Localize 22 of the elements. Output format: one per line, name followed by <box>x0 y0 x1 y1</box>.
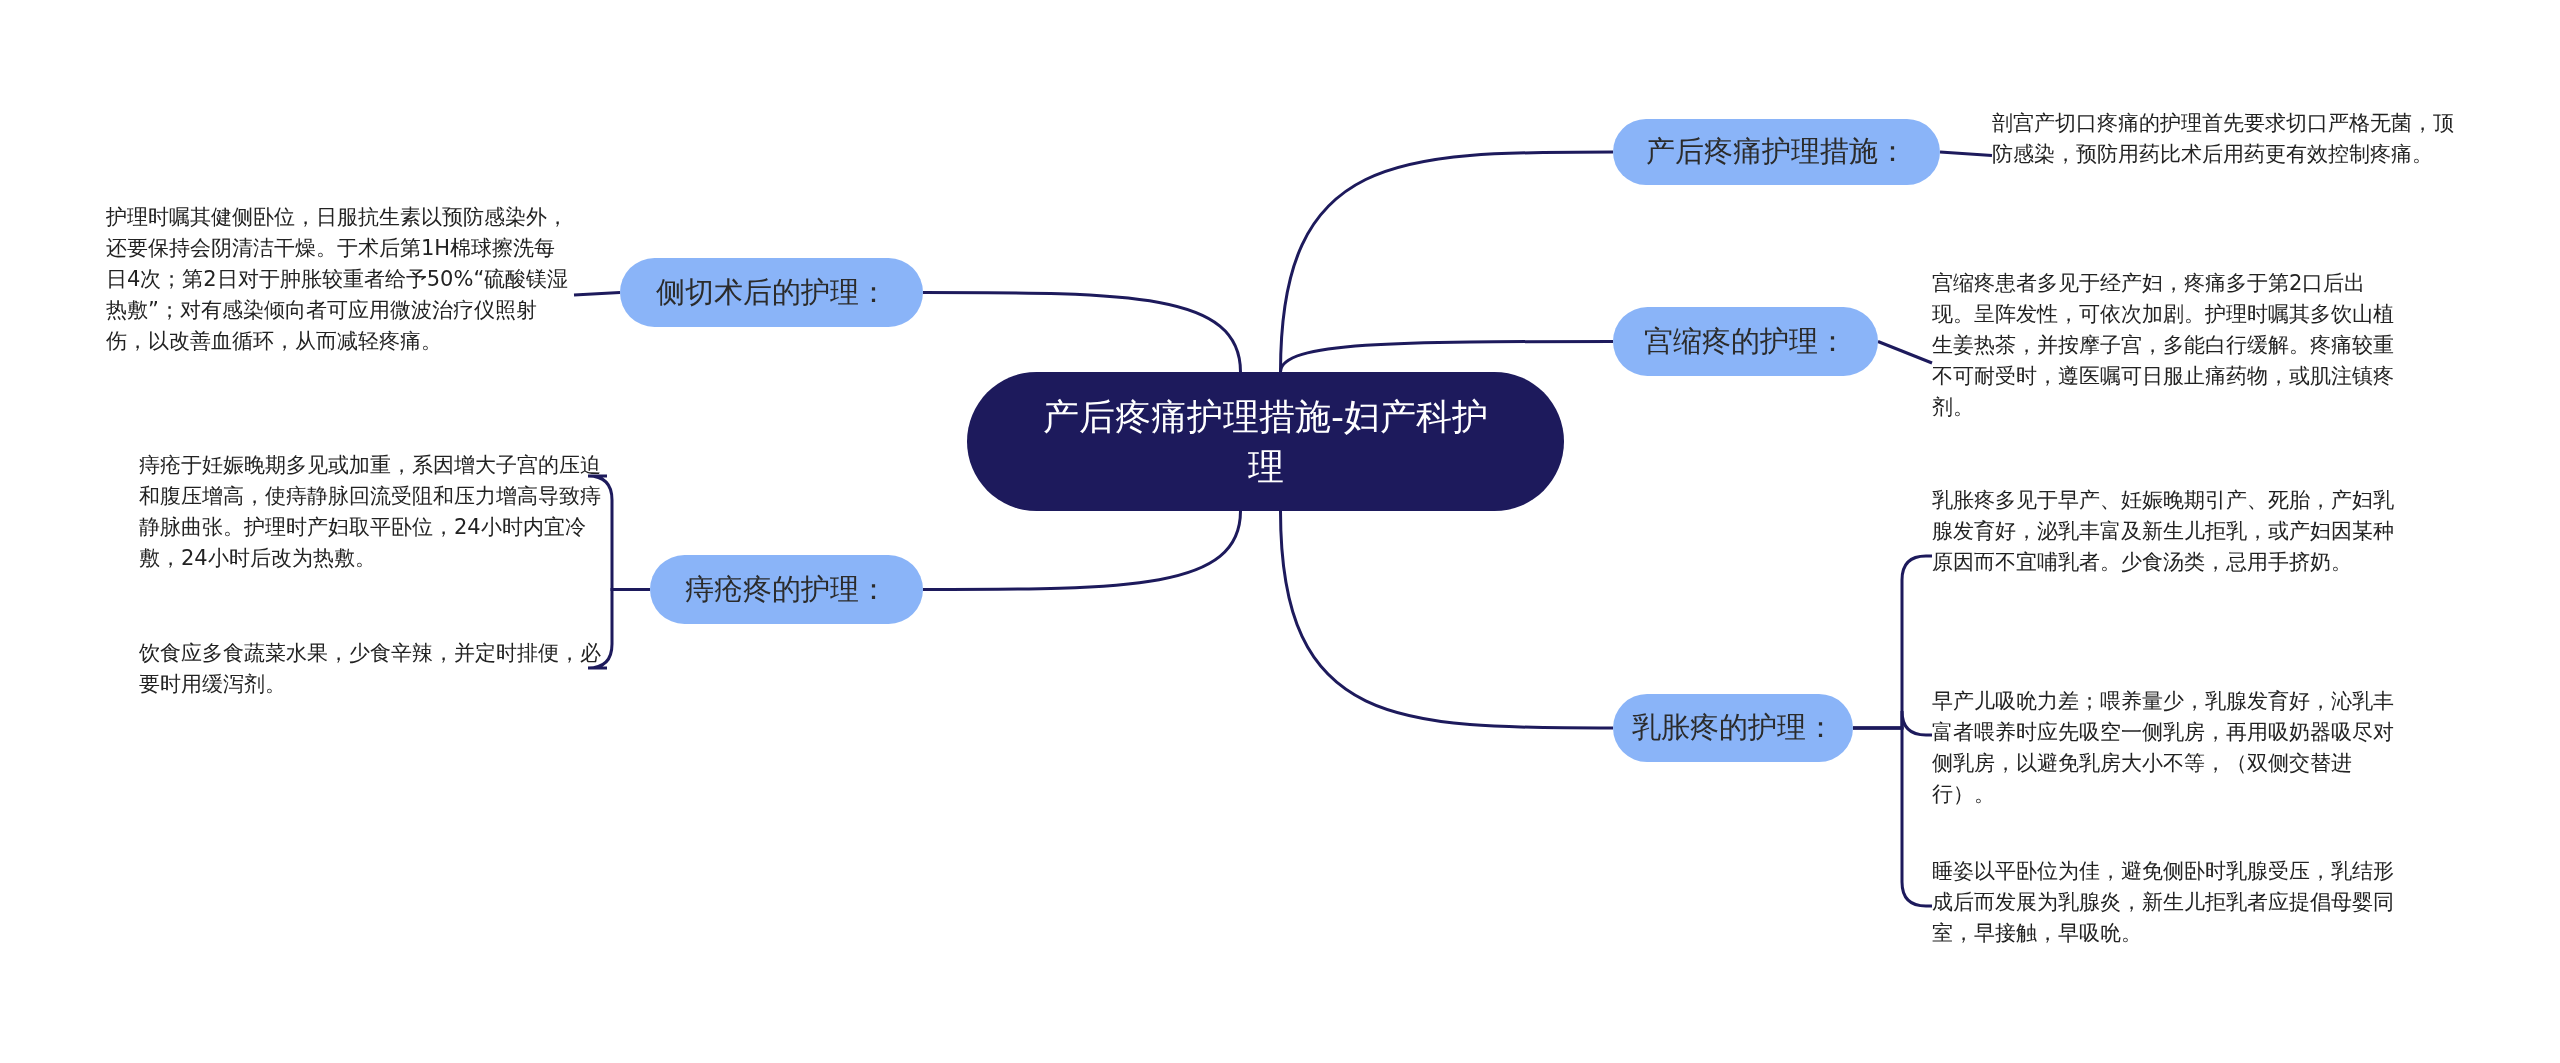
connector-line <box>1279 340 1613 373</box>
connector-line <box>1877 340 1933 365</box>
central-topic: 产后疼痛护理措施-妇产科护理 <box>967 372 1564 511</box>
topic-pill: 侧切术后的护理： <box>620 258 923 327</box>
note-text: 宫缩疼患者多见于经产妇，疼痛多于第2口后出现。呈阵发性，可依次加剧。护理时嘱其多饮山植生姜热茶，并按摩子宫，多能白行缓解。疼痛较重不可耐受时，遵医嘱可日服止痛药物，或肌注镇疼剂。 <box>1932 268 2402 458</box>
connector-line <box>573 291 621 297</box>
note-text: 饮食应多食蔬菜水果，少食辛辣，并定时排便，必要时用缓泻剂。 <box>139 638 607 702</box>
connector-line <box>923 510 1242 591</box>
note-text: 睡姿以平卧位为佳，避免侧卧时乳腺受压，乳结形成后而发展为乳腺炎，新生儿拒乳者应提倡母婴同室，早接触，早吸吮。 <box>1932 856 2402 951</box>
topic-pill: 宫缩疼的护理： <box>1613 307 1878 376</box>
connector-line <box>1279 510 1613 730</box>
note-text: 剖宫产切口疼痛的护理首先要求切口严格无菌，顶防感染，预防用药比术后用药更有效控制疼痛。 <box>1992 108 2462 203</box>
note-text: 护理时嘱其健侧卧位，日服抗生素以预防感染外，还要保持会阴清洁干燥。于术后第1H棉球擦洗每日4次；第2日对于肿胀较重者给予50%“硫酸镁湿热敷”；对有感染倾向者可应用微波治疗仪照射伤，以改善血循环，从而减轻疼痛。 <box>106 202 574 388</box>
note-text: 痔疮于妊娠晚期多见或加重，系因增大子宫的压迫和腹压增高，使痔静脉回流受阻和压力增高导致痔静脉曲张。护理时产妇取平卧位，24小时内宜冷敷，24小时后改为热敷。 <box>139 450 607 574</box>
connector-line <box>1939 150 1993 157</box>
connector-line <box>586 588 650 670</box>
note-text: 乳胀疼多见于早产、妊娠晚期引产、死胎，产妇乳腺发育好，泌乳丰富及新生儿拒乳，或产妇因某种原因而不宜哺乳者。少食汤类，忌用手挤奶。 <box>1932 485 2402 610</box>
topic-pill: 产后疼痛护理措施： <box>1613 119 1940 185</box>
topic-pill: 痔疮疼的护理： <box>650 555 923 624</box>
topic-pill: 乳胀疼的护理： <box>1613 694 1853 762</box>
note-text: 早产儿吸吮力差；喂养量少，乳腺发育好，沁乳丰富者喂养时应先吸空一侧乳房，再用吸奶器吸尽对侧乳房，以避免乳房大小不等，（双侧交替进行）。 <box>1932 686 2402 811</box>
connector-line <box>923 291 1242 373</box>
